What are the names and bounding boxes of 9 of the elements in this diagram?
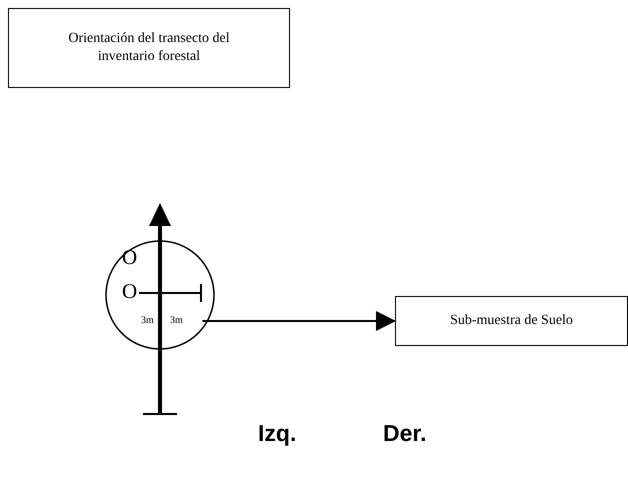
title-box: Orientación del transecto del inventario forestal bbox=[8, 8, 290, 88]
side-label: Izq. bbox=[258, 422, 296, 445]
distance-label: 3m bbox=[141, 316, 154, 326]
soil-sample-box: Sub-muestra de Suelo bbox=[395, 296, 628, 346]
arrow bbox=[202, 311, 396, 331]
point-label: O bbox=[122, 281, 138, 302]
plot-circle bbox=[105, 240, 215, 350]
side-label: Der. bbox=[383, 422, 426, 445]
distance-label: 3m bbox=[170, 316, 183, 326]
